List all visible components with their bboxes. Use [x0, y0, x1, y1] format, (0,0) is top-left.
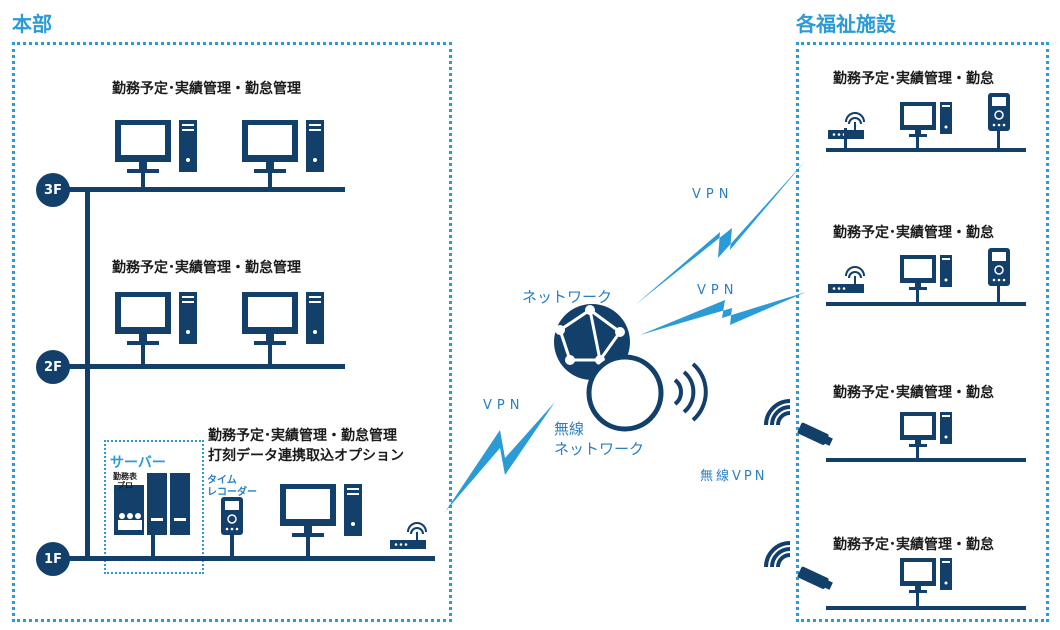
floor-3f-badge: 3F [36, 173, 70, 207]
network-label: ネットワーク [522, 288, 613, 306]
recorder-label-line1: タイム [207, 475, 237, 486]
vpn-bolt-hq [445, 402, 555, 512]
site-2-caption: 勤務予定･実績管理・勤怠 [833, 225, 994, 241]
facilities-boundary [796, 42, 1049, 622]
time-recorder [220, 496, 244, 556]
server-title: サーバー [110, 455, 166, 471]
floor-2f-pc-2 [242, 292, 324, 364]
server-rack [114, 473, 190, 556]
floor-1f-badge: 1F [36, 542, 70, 576]
floor-3f-line [60, 187, 345, 192]
floor-3f-caption: 勤務予定･実績管理・勤怠管理 [112, 81, 301, 97]
server-boundary [104, 440, 204, 574]
floor-2f-line [60, 364, 345, 369]
site-4-wireless-waves-icon [764, 541, 792, 569]
vpn-label-site-2: VPN [697, 283, 739, 298]
site-4-dongle-icon [796, 566, 833, 590]
hq-router-icon [389, 522, 427, 550]
site-1-router-icon [827, 112, 865, 148]
vpn-label-site-1: VPN [692, 187, 734, 202]
headquarters-boundary [12, 42, 452, 622]
vpn-bolt-site-2 [640, 292, 806, 335]
floor-1f-caption-line2: 打刻データ連携取込オプション [208, 448, 404, 464]
wireless-label-line1: 無線 [554, 420, 585, 438]
site-2-pc [900, 255, 952, 302]
facilities-title: 各福祉施設 [796, 12, 896, 36]
site-2-router-icon [827, 266, 865, 294]
floor-2f-caption: 勤務予定･実績管理・勤怠管理 [112, 260, 301, 276]
site-2-recorder [987, 247, 1011, 302]
site-1-pc [900, 102, 952, 148]
floor-3f-pc-1 [115, 120, 197, 188]
headquarters-title: 本部 [12, 12, 52, 36]
site-4-caption: 勤務予定･実績管理・勤怠 [833, 537, 994, 553]
vpn-label-hq: VPN [483, 398, 525, 413]
floor-1f-caption-line1: 勤務予定･実績管理・勤怠管理 [208, 428, 397, 444]
site-3-dongle-icon [796, 422, 833, 446]
wireless-vpn-label: 無線VPN [700, 469, 768, 484]
floor-2f-pc-1 [115, 292, 197, 364]
hq-riser-line [85, 190, 90, 560]
wireless-network-icon [586, 354, 708, 432]
site-1-recorder [987, 92, 1011, 148]
floor-2f-badge: 2F [36, 350, 70, 384]
site-3-caption: 勤務予定･実績管理・勤怠 [833, 385, 994, 401]
floor-1f-pc [280, 484, 362, 556]
site-1-caption: 勤務予定･実績管理・勤怠 [833, 71, 994, 87]
vpn-bolt-site-1 [635, 160, 806, 305]
floor-1f-line [60, 556, 435, 561]
site-3-wireless-waves-icon [764, 399, 792, 427]
floor-3f-pc-2 [242, 120, 324, 188]
server-product-label: 勤務表 プロ [113, 472, 137, 490]
site-4-pc [900, 558, 952, 606]
recorder-label-line2: レコーダー [207, 487, 257, 498]
site-3-pc [900, 412, 952, 458]
wireless-label-line2: ネットワーク [554, 440, 645, 458]
